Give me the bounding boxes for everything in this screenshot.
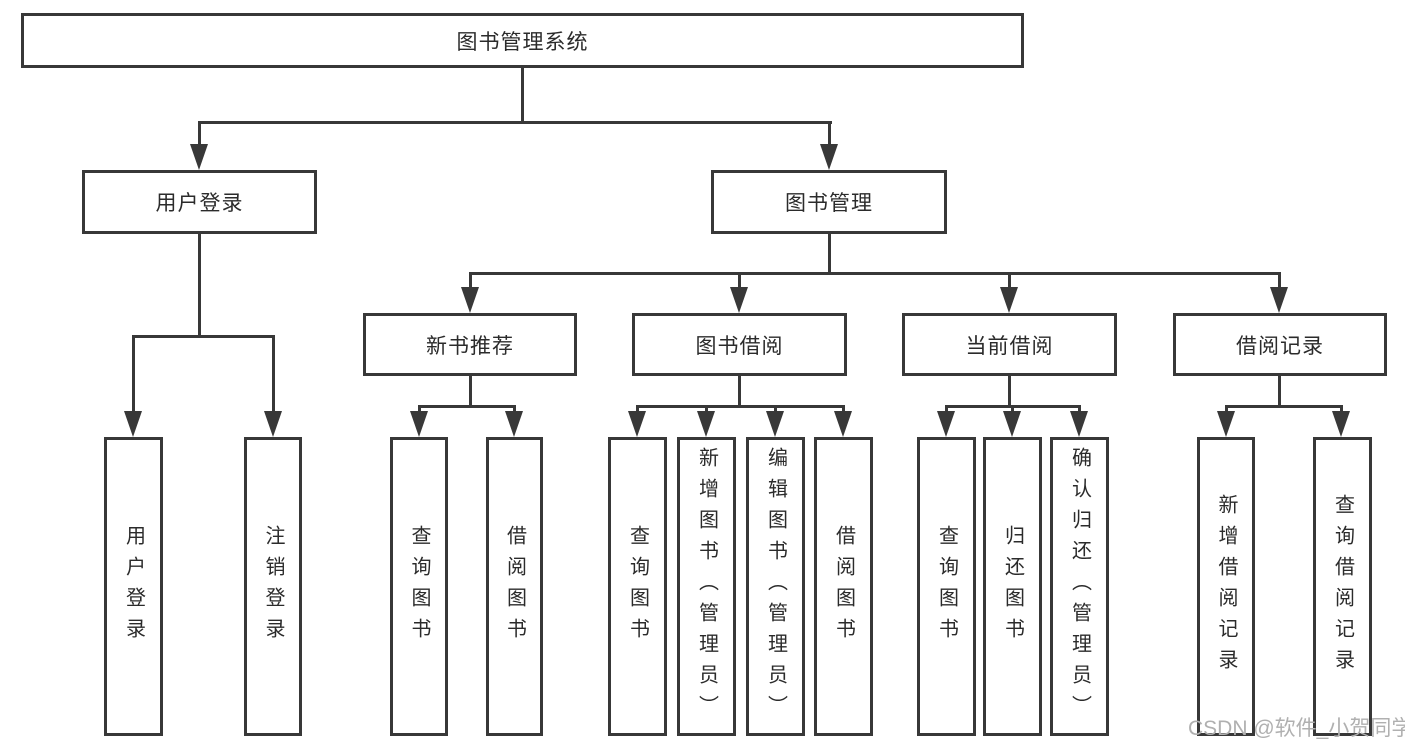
arrowhead-icon <box>124 411 142 437</box>
leaf-query-books-borrow: 查询图书 <box>608 437 667 736</box>
connector-segment <box>1225 405 1228 415</box>
connector-segment <box>945 405 948 415</box>
arrowhead-icon <box>730 287 748 313</box>
csdn-watermark: CSDN @软件_小贺同学 <box>1188 717 1405 740</box>
leaf-confirm-return-admin-label: 确认归还（管理员） <box>1068 447 1091 726</box>
node-book-management: 图书管理 <box>711 170 947 234</box>
node-new-book-recommend-label: 新书推荐 <box>426 334 514 358</box>
arrowhead-icon <box>264 411 282 437</box>
connector-segment <box>132 335 135 413</box>
connector-segment <box>198 234 201 338</box>
leaf-user-login-label: 用户登录 <box>122 524 145 649</box>
connector-segment <box>1008 376 1011 408</box>
leaf-borrow-books-recommend: 借阅图书 <box>486 437 543 736</box>
connector-segment <box>1011 405 1014 415</box>
connector-segment <box>828 121 831 147</box>
arrowhead-icon <box>766 411 784 437</box>
connector-segment <box>636 405 639 415</box>
arrowhead-icon <box>820 144 838 170</box>
connector-segment <box>418 405 516 408</box>
connector-segment <box>738 272 741 289</box>
leaf-query-books-borrow-label: 查询图书 <box>626 524 649 649</box>
arrowhead-icon <box>1332 411 1350 437</box>
leaf-query-books-recommend-label: 查询图书 <box>408 524 430 649</box>
connector-segment <box>1008 272 1011 289</box>
leaf-confirm-return-admin: 确认归还（管理员） <box>1050 437 1109 736</box>
arrowhead-icon <box>834 411 852 437</box>
arrowhead-icon <box>1217 411 1235 437</box>
connector-segment <box>705 405 708 415</box>
leaf-return-book-label: 归还图书 <box>1001 524 1024 649</box>
connector-segment <box>198 121 832 124</box>
connector-segment <box>738 376 741 408</box>
leaf-borrow-books: 借阅图书 <box>814 437 873 736</box>
connector-segment <box>469 376 472 408</box>
arrowhead-icon <box>190 144 208 170</box>
connector-segment <box>842 405 845 415</box>
leaf-add-book-admin: 新增图书（管理员） <box>677 437 736 736</box>
node-book-borrow: 图书借阅 <box>632 313 847 376</box>
connector-segment <box>828 233 831 275</box>
node-current-borrow-label: 当前借阅 <box>965 334 1054 358</box>
connector-segment <box>418 405 421 415</box>
connector-segment <box>469 272 1281 275</box>
leaf-edit-book-admin: 编辑图书（管理员） <box>746 437 805 736</box>
node-book-borrow-label: 图书借阅 <box>695 334 784 358</box>
node-user-login-label: 用户登录 <box>155 192 244 215</box>
arrowhead-icon <box>937 411 955 437</box>
node-borrow-records: 借阅记录 <box>1173 313 1387 376</box>
leaf-query-books-current-label: 查询图书 <box>935 524 958 649</box>
leaf-add-borrow-record-label: 新增借阅记录 <box>1215 493 1237 680</box>
connector-segment <box>521 68 524 124</box>
arrowhead-icon <box>628 411 646 437</box>
leaf-query-books-current: 查询图书 <box>917 437 976 736</box>
leaf-add-borrow-record: 新增借阅记录 <box>1197 437 1255 736</box>
connector-segment <box>1078 405 1081 415</box>
connector-segment <box>1340 405 1343 415</box>
connector-segment <box>198 121 201 147</box>
leaf-return-book: 归还图书 <box>983 437 1042 736</box>
arrowhead-icon <box>410 411 428 437</box>
arrowhead-icon <box>697 411 715 437</box>
leaf-edit-book-admin-label: 编辑图书（管理员） <box>764 447 787 726</box>
arrowhead-icon <box>1000 287 1018 313</box>
node-book-management-label: 图书管理 <box>785 192 873 215</box>
leaf-logout: 注销登录 <box>244 437 302 736</box>
node-root-label: 图书管理系统 <box>456 30 589 54</box>
arrowhead-icon <box>1270 287 1288 313</box>
leaf-user-login: 用户登录 <box>104 437 163 736</box>
connector-segment <box>1278 376 1281 408</box>
leaf-borrow-books-recommend-label: 借阅图书 <box>503 524 526 649</box>
leaf-add-book-admin-label: 新增图书（管理员） <box>695 447 718 726</box>
arrowhead-icon <box>505 411 523 437</box>
node-new-book-recommend: 新书推荐 <box>363 313 577 376</box>
connector-segment <box>469 272 472 289</box>
node-user-login: 用户登录 <box>82 170 317 234</box>
leaf-logout-label: 注销登录 <box>262 524 284 649</box>
node-current-borrow: 当前借阅 <box>902 313 1117 376</box>
leaf-query-borrow-record: 查询借阅记录 <box>1313 437 1372 736</box>
connector-segment <box>774 405 777 415</box>
connector-segment <box>513 405 516 415</box>
connector-segment <box>272 335 275 413</box>
connector-segment <box>132 335 275 338</box>
leaf-borrow-books-label: 借阅图书 <box>832 524 855 649</box>
arrowhead-icon <box>1003 411 1021 437</box>
connector-segment <box>636 405 844 408</box>
node-borrow-records-label: 借阅记录 <box>1236 334 1324 358</box>
connector-segment <box>1225 405 1343 408</box>
node-root: 图书管理系统 <box>21 13 1024 68</box>
arrowhead-icon <box>461 287 479 313</box>
connector-segment <box>1278 272 1281 289</box>
leaf-query-books-recommend: 查询图书 <box>390 437 448 736</box>
leaf-query-borrow-record-label: 查询借阅记录 <box>1331 493 1354 680</box>
arrowhead-icon <box>1070 411 1088 437</box>
